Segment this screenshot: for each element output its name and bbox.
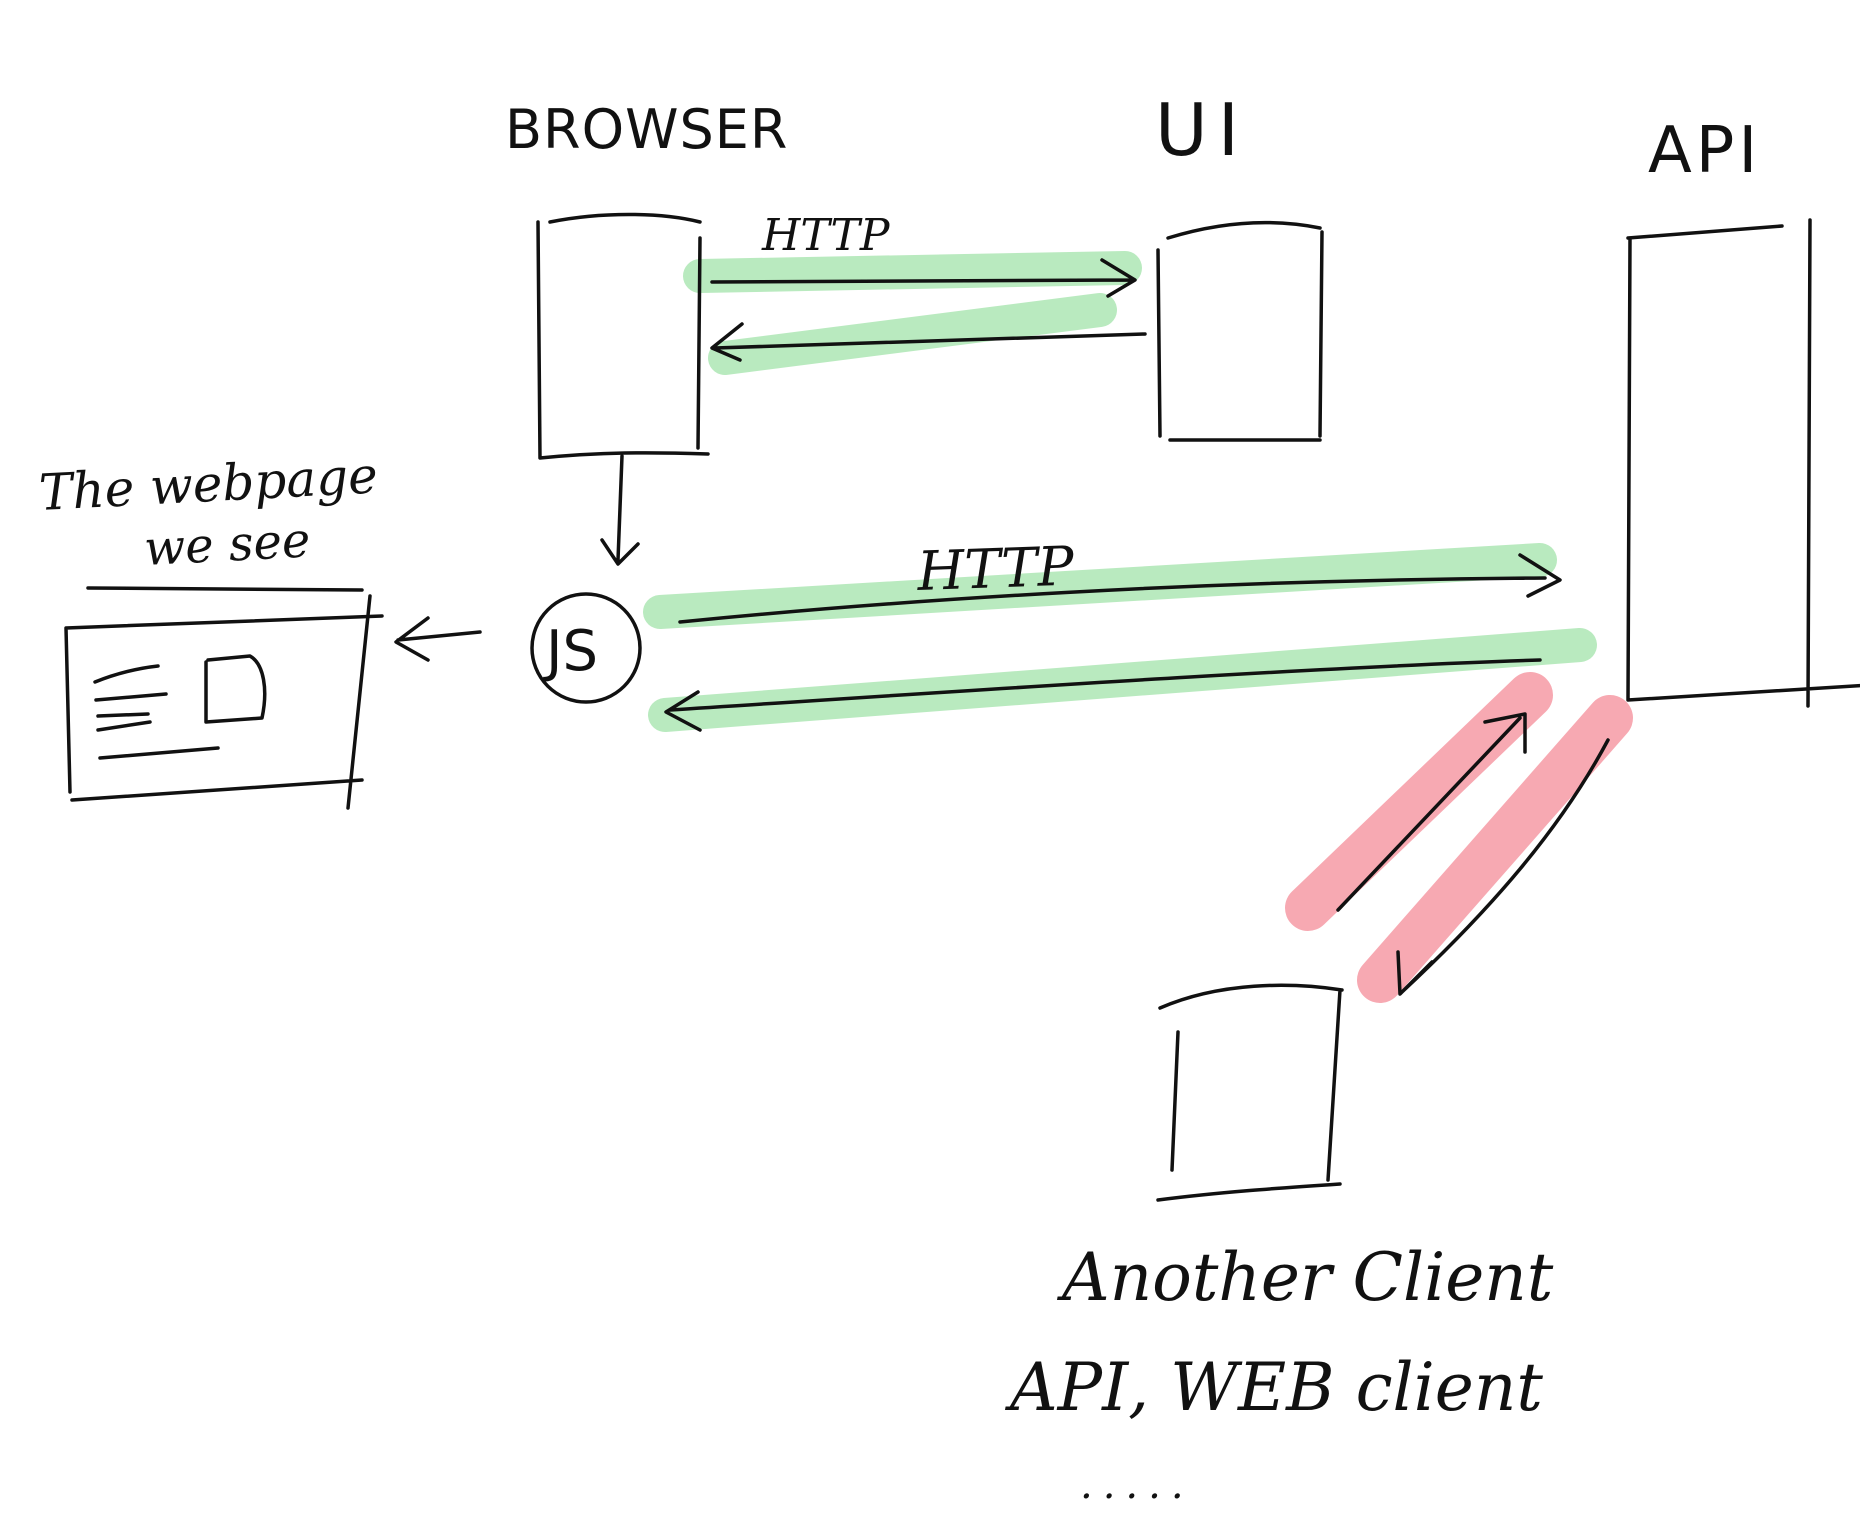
arrow-api-to-client <box>1396 738 1610 996</box>
edge-js-api: HTTP <box>664 535 1562 732</box>
browser-label: BROWSER <box>505 98 788 161</box>
another-client-box <box>1156 983 1344 1202</box>
arrow-client-to-api <box>1336 712 1527 912</box>
red-highlight-api-to-client <box>1357 695 1633 1003</box>
ui-node: UI <box>1155 88 1324 442</box>
http-label-browser-ui: HTTP <box>761 210 891 261</box>
ui-label: UI <box>1155 88 1249 172</box>
browser-box <box>536 212 710 460</box>
webpage-frame <box>64 586 384 810</box>
another-client-label-line2: API, WEB client <box>1004 1349 1543 1426</box>
webpage-node: The webpage we see <box>38 446 384 810</box>
js-node: JS <box>530 592 642 704</box>
webpage-image-box <box>204 654 267 724</box>
browser-node: BROWSER <box>505 98 788 460</box>
ui-box <box>1156 220 1324 442</box>
arrow-ui-to-browser <box>710 322 1147 362</box>
js-label: JS <box>543 619 598 684</box>
webpage-text-lines <box>93 664 220 760</box>
another-client-label-line1: Another Client <box>1056 1239 1554 1316</box>
edge-browser-ui: HTTP <box>710 210 1147 362</box>
api-label: API <box>1648 114 1761 188</box>
arrow-browser-to-js <box>600 454 640 566</box>
arrow-api-to-js <box>664 658 1542 732</box>
highlight-layer <box>643 251 1633 1003</box>
another-client-node: Another Client API, WEB client ..... <box>1004 983 1554 1508</box>
arrow-browser-to-ui <box>710 258 1137 298</box>
green-highlight-ui-to-browser <box>708 293 1117 375</box>
another-client-label-line3: ..... <box>1080 1462 1194 1508</box>
green-highlight-browser-to-ui <box>683 251 1142 293</box>
api-node: API <box>1626 114 1860 708</box>
webpage-label-line2: we see <box>143 512 312 577</box>
edge-client-api <box>1336 712 1610 996</box>
js-circle <box>530 592 642 704</box>
green-highlight-js-to-api <box>643 543 1557 629</box>
arrow-js-to-api <box>678 553 1562 624</box>
arrow-js-to-webpage <box>394 616 482 662</box>
red-highlight-client-to-api <box>1285 672 1553 931</box>
webpage-label-line1: The webpage <box>38 446 379 522</box>
api-box <box>1626 218 1860 708</box>
